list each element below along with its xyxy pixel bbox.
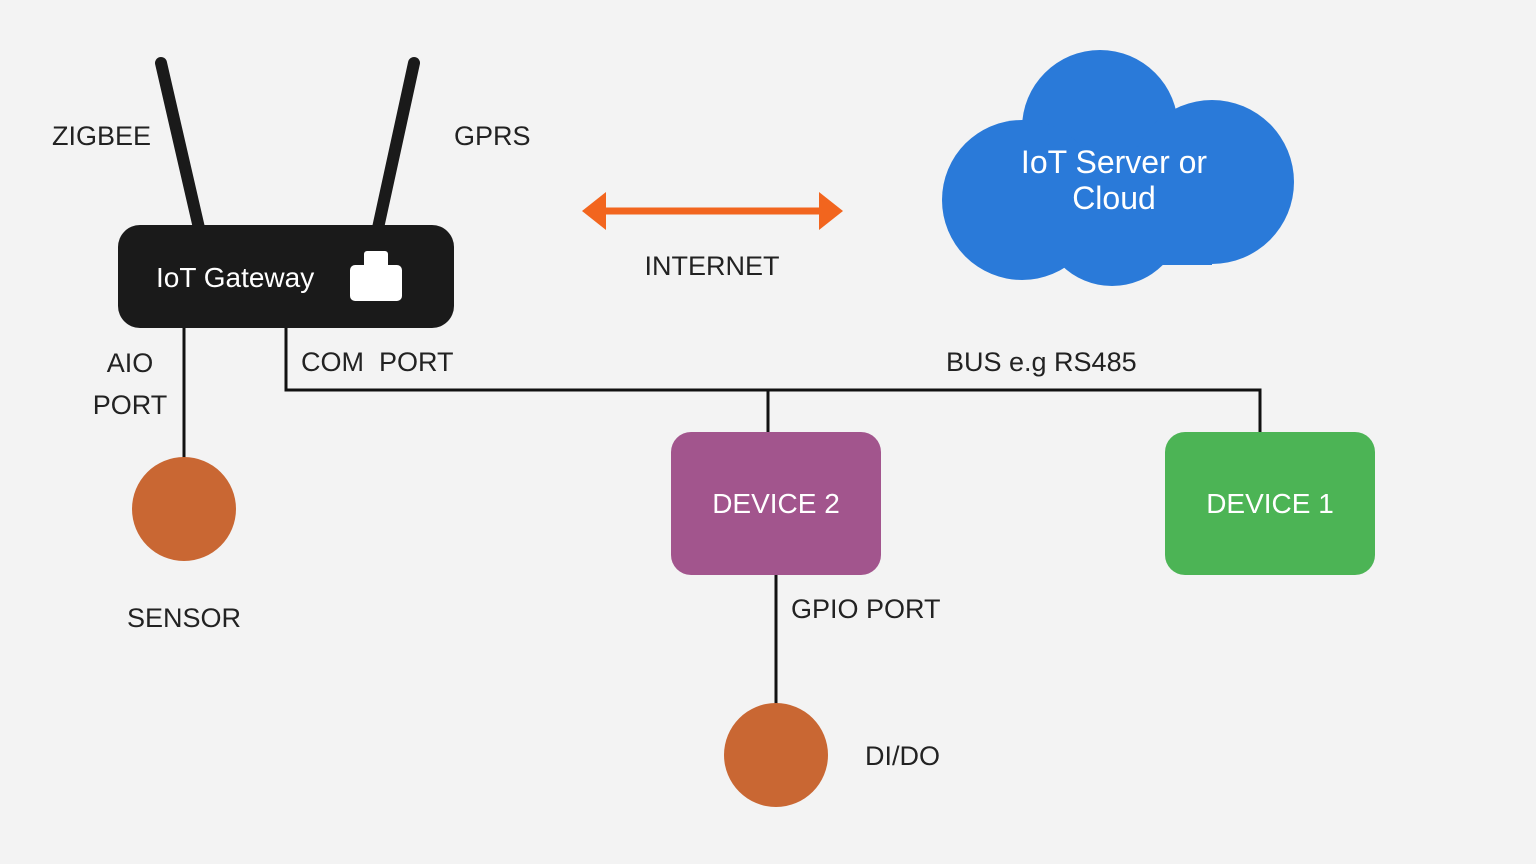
sensor-label: SENSOR	[126, 603, 242, 633]
cloud-label-line-2: Cloud	[1072, 180, 1156, 216]
zigbee-label: ZIGBEE	[52, 121, 152, 151]
gateway-label: IoT Gateway	[156, 262, 315, 293]
dido-node	[724, 703, 828, 807]
internet-label: INTERNET	[644, 251, 780, 281]
plug-icon	[350, 251, 402, 301]
aio-port-label-line-1: AIO	[106, 348, 154, 378]
device-1-label: DEVICE 1	[1206, 487, 1334, 519]
device-2: DEVICE 2	[671, 432, 881, 575]
double-arrow-icon	[582, 192, 843, 230]
device-2-label: DEVICE 2	[712, 487, 840, 519]
sensor-node	[132, 457, 236, 561]
cloud-label: IoT Server or Cloud	[1021, 144, 1207, 216]
dido-label: DI/DO	[865, 741, 941, 771]
bus-label: BUS e.g RS485	[946, 347, 1137, 377]
zigbee-antenna	[155, 57, 205, 234]
aio-port-label-line-2: PORT	[92, 390, 168, 420]
com-port-label: COM PORT	[301, 347, 454, 377]
gprs-label: GPRS	[454, 121, 531, 151]
gprs-antenna	[372, 57, 420, 234]
cloud-icon	[942, 50, 1294, 286]
iot-gateway: IoT Gateway	[118, 225, 454, 328]
com-bus-wire	[284, 326, 1262, 434]
cloud-label-line-1: IoT Server or	[1020, 144, 1208, 180]
device-1: DEVICE 1	[1165, 432, 1375, 575]
gpio-port-label: GPIO PORT	[791, 594, 941, 624]
